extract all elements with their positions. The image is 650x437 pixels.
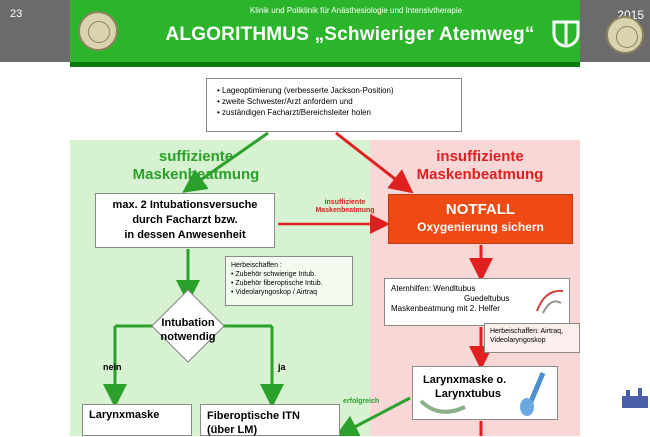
university-seal-right (606, 16, 644, 54)
equipment-box-left: Herbeischaffen : • Zubehör schwierige In… (225, 256, 353, 306)
intubation-attempts-box: max. 2 Intubationsversuche durch Facharz… (95, 193, 275, 248)
larynx-device-box: Larynxmaske o. Larynxtubus (412, 366, 558, 420)
sufficient-heading-line-1: suffiziente (158, 148, 234, 165)
decision-line-2: notwendig (160, 331, 216, 343)
decision-label: Intubation notwendig (140, 316, 236, 344)
fiber-line-2: (über LM) (207, 424, 258, 436)
university-seal-left (78, 11, 118, 51)
atem-line-1: Atemhilfen: Wendltubus (391, 284, 476, 293)
tud-logo-icon (552, 20, 580, 48)
header-underline (70, 62, 580, 67)
yes-label: ja (278, 362, 286, 372)
larynx-mask-icon (419, 399, 466, 414)
no-label: nein (103, 362, 122, 372)
sufficient-heading: suffiziente Maskenbeatmung (96, 148, 296, 184)
measure-line-2: • zweite Schwester/Arzt anfordern und (217, 97, 353, 106)
laryn-line-1: Larynxmaske o. (423, 374, 507, 386)
notfall-subtitle: Oxygenierung sichern (417, 220, 544, 234)
atem-line-3: Maskenbeatmung mit 2. Helfer (391, 304, 500, 313)
header-banner (70, 0, 580, 62)
larynxmaske-box: Larynxmaske (82, 404, 192, 436)
intub-line-2: durch Facharzt bzw. (132, 214, 238, 226)
equip-right-line-2: Videolaryngoskop (490, 337, 546, 344)
arrow-to-insufficient (335, 131, 414, 194)
emergency-box: NOTFALL Oxygenierung sichern (388, 194, 573, 244)
fiberoptic-box: Fiberoptische ITN (über LM) (200, 404, 340, 436)
insufficient-heading: insuffiziente Maskenbeatmung (385, 148, 575, 184)
arrow-to-sufficient (182, 131, 269, 193)
laryn-line-2: Larynxtubus (435, 388, 502, 400)
tube-illustration-icon (536, 289, 564, 314)
page-title: ALGORITHMUS „Schwieriger Atemweg“ (165, 24, 535, 45)
notfall-title: NOTFALL (445, 201, 516, 218)
insufficient-heading-line-1: insuffiziente (436, 148, 524, 165)
measure-line-1: • Lageoptimierung (verbesserte Jackson-P… (217, 86, 394, 95)
slide-number: 23 (10, 8, 23, 20)
decision-line-1: Intubation (161, 317, 215, 329)
airway-aids-box: Atemhilfen: Wendltubus Guedeltubus Maske… (384, 278, 570, 326)
insufficient-heading-line-2: Maskenbeatmung (416, 166, 544, 183)
larynx-tube-icon (520, 372, 546, 416)
arrow-success (334, 396, 411, 436)
equip-right-line-1: Herbeischaffen: Airtraq, (490, 328, 564, 335)
sufficient-heading-line-2: Maskenbeatmung (132, 166, 260, 183)
clinic-name: Klinik und Poliklinik für Anästhesiologi… (249, 6, 463, 15)
success-label: erfolgreich (343, 398, 380, 405)
intub-line-1: max. 2 Intubationsversuche (112, 199, 258, 211)
initial-measures-box: • Lageoptimierung (verbesserte Jackson-P… (206, 78, 462, 132)
atem-line-2: Guedeltubus (464, 294, 510, 303)
castle-icon (622, 388, 648, 408)
fiber-line-1: Fiberoptische ITN (207, 410, 300, 422)
equip-left-line-3: • Zubehör fiberoptische Intub. (231, 280, 323, 287)
equip-left-line-1: Herbeischaffen : (231, 262, 282, 269)
link-label-line-1: insuffiziente (324, 199, 366, 206)
link-label-line-2: Maskenbeatmung (315, 207, 375, 214)
equip-left-line-4: • Videolaryngoskop / Airtraq (231, 289, 317, 296)
intub-line-3: in dessen Anwesenheit (124, 229, 246, 241)
insufficient-link-label: insuffiziente Maskenbeatmung (302, 199, 388, 215)
equipment-box-right: Herbeischaffen: Airtraq, Videolaryngosko… (484, 323, 580, 353)
larynxmaske-label: Larynxmaske (89, 409, 160, 421)
slide-number-panel: 23 (0, 0, 70, 62)
measure-line-3: • zuständigen Facharzt/Bereichsleiter ho… (217, 108, 371, 117)
equip-left-line-2: • Zubehör schwierige Intub. (231, 271, 316, 278)
